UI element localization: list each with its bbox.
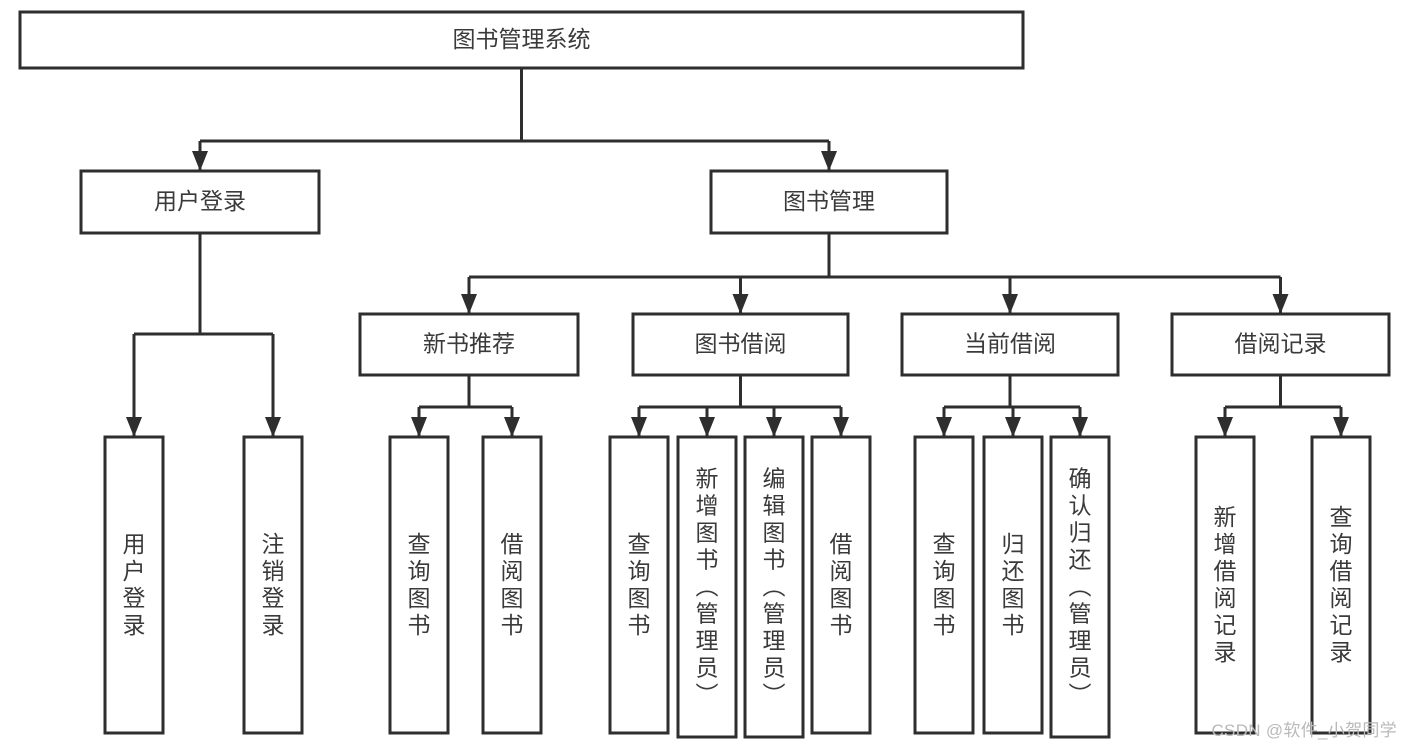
node-box <box>1170 312 1391 377</box>
edge-arrowhead <box>936 417 952 437</box>
node-current-borrow[interactable]: 当前借阅 <box>900 312 1120 377</box>
node-leaf-add-book-admin[interactable]: 新增图书︵管理员︶ <box>676 435 738 739</box>
node-box <box>79 169 321 235</box>
node-label: 借阅记录 <box>1235 331 1327 357</box>
node-box <box>481 435 543 735</box>
node-label: 编辑图书︵管理员︶ <box>763 466 786 708</box>
edge-arrowhead <box>1217 417 1233 437</box>
node-label: 用户登录 <box>154 188 246 214</box>
node-box <box>242 435 304 735</box>
node-box <box>388 435 450 735</box>
edge-arrowhead <box>1005 417 1021 437</box>
node-box <box>1194 435 1256 735</box>
node-leaf-rec-query-book[interactable]: 查询图书 <box>388 435 450 735</box>
edge-arrowhead <box>833 417 849 437</box>
node-label: 查询图书 <box>628 531 651 638</box>
edge-arrowhead <box>732 294 749 314</box>
node-label: 新书推荐 <box>423 331 515 357</box>
node-label: 新增图书︵管理员︶ <box>696 466 719 708</box>
node-leaf-query-borrow-record[interactable]: 查询借阅记录 <box>1310 435 1372 735</box>
edge-arrowhead <box>461 294 477 314</box>
node-borrow-record[interactable]: 借阅记录 <box>1170 312 1391 377</box>
node-user-login[interactable]: 用户登录 <box>79 169 321 235</box>
node-label: 当前借阅 <box>964 331 1056 357</box>
node-box <box>709 169 949 235</box>
node-leaf-borrow-query-book[interactable]: 查询图书 <box>608 435 670 735</box>
node-label: 确认归还︵管理员︶ <box>1069 466 1092 708</box>
node-label: 归还图书 <box>1002 531 1025 638</box>
node-box <box>103 435 165 735</box>
edge-arrowhead <box>766 417 782 437</box>
node-label: 查询图书 <box>933 531 956 638</box>
node-leaf-borrow-book[interactable]: 借阅图书 <box>810 435 872 735</box>
node-box <box>810 435 872 735</box>
edge-arrowhead <box>699 417 715 437</box>
node-box <box>1310 435 1372 735</box>
node-box <box>18 10 1025 70</box>
node-label: 注销登录 <box>262 531 285 638</box>
node-label: 新增借阅记录 <box>1214 504 1237 665</box>
edge-arrowhead <box>504 417 520 437</box>
edge-arrowhead <box>1072 417 1088 437</box>
node-leaf-user-logout[interactable]: 注销登录 <box>242 435 304 735</box>
node-label: 借阅图书 <box>830 531 853 638</box>
edge-arrowhead <box>1333 417 1349 437</box>
node-leaf-cur-query-book[interactable]: 查询图书 <box>913 435 975 735</box>
node-book-borrow[interactable]: 图书借阅 <box>631 312 850 377</box>
node-label: 查询借阅记录 <box>1330 504 1353 665</box>
edge-arrowhead <box>265 417 281 437</box>
edge-arrowhead <box>411 417 427 437</box>
edge-arrowhead <box>1002 294 1018 314</box>
edge-arrowhead <box>192 151 208 171</box>
node-label: 图书管理系统 <box>453 26 591 52</box>
node-box <box>743 435 805 739</box>
node-label: 用户登录 <box>123 531 146 638</box>
edge-arrowhead <box>821 151 837 171</box>
node-box <box>900 312 1120 377</box>
node-leaf-confirm-return-admin[interactable]: 确认归还︵管理员︶ <box>1049 435 1111 739</box>
node-leaf-return-book[interactable]: 归还图书 <box>982 435 1044 735</box>
node-label: 图书管理 <box>783 188 875 214</box>
node-leaf-add-borrow-record[interactable]: 新增借阅记录 <box>1194 435 1256 735</box>
node-box <box>631 312 850 377</box>
node-leaf-rec-borrow-book[interactable]: 借阅图书 <box>481 435 543 735</box>
node-box <box>913 435 975 735</box>
watermark-label: CSDN @软件_小贺同学 <box>1211 721 1397 740</box>
node-leaf-user-login[interactable]: 用户登录 <box>103 435 165 735</box>
node-new-book-rec[interactable]: 新书推荐 <box>358 312 580 377</box>
edge-arrowhead <box>631 417 647 437</box>
node-book-manage[interactable]: 图书管理 <box>709 169 949 235</box>
node-box <box>358 312 580 377</box>
edge-arrowhead <box>126 417 142 437</box>
nodes-layer: 图书管理系统用户登录图书管理新书推荐图书借阅当前借阅借阅记录用户登录注销登录查询… <box>18 10 1391 739</box>
node-label: 图书借阅 <box>695 331 787 357</box>
node-label: 借阅图书 <box>501 531 524 638</box>
node-label: 查询图书 <box>408 531 431 638</box>
node-box <box>608 435 670 735</box>
node-box <box>676 435 738 739</box>
node-box <box>982 435 1044 735</box>
edge-arrowhead <box>1272 294 1289 314</box>
edges-layer <box>126 68 1349 437</box>
node-root[interactable]: 图书管理系统 <box>18 10 1025 70</box>
node-box <box>1049 435 1111 739</box>
node-leaf-edit-book-admin[interactable]: 编辑图书︵管理员︶ <box>743 435 805 739</box>
